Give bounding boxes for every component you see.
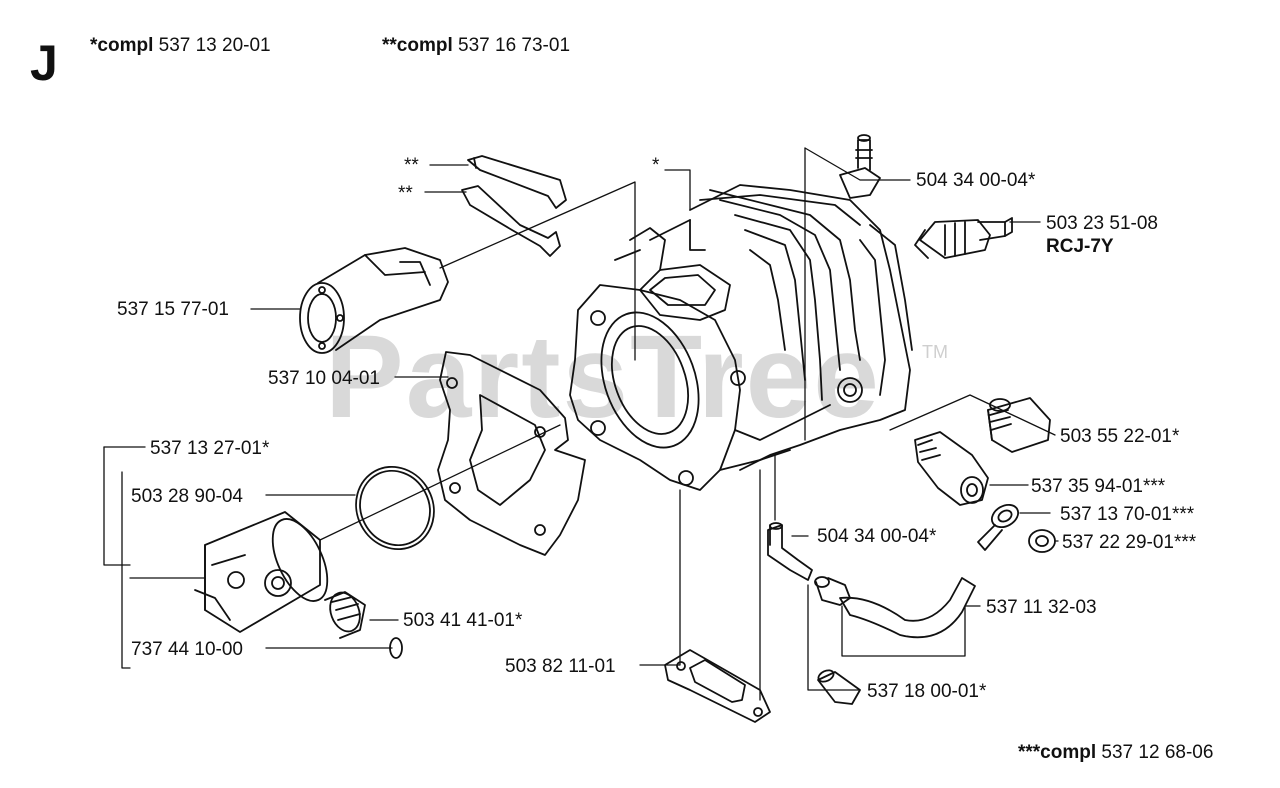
hose-connector bbox=[814, 576, 851, 606]
compl-note-2: **compl 537 16 73-01 bbox=[382, 36, 570, 55]
compl-note-1-prefix: *compl bbox=[90, 35, 154, 56]
label-537-35-94-01[interactable]: 537 35 94-01*** bbox=[1031, 476, 1166, 497]
washer bbox=[1028, 529, 1056, 553]
compl-note-3-number: 537 12 68-06 bbox=[1101, 742, 1214, 763]
nipple-mid bbox=[767, 522, 813, 581]
watermark-trademark: TM bbox=[922, 342, 948, 362]
label-537-22-29-01[interactable]: 537 22 29-01*** bbox=[1062, 532, 1197, 553]
needle-bearing bbox=[324, 591, 366, 639]
nipple-top bbox=[839, 134, 881, 199]
label-503-82-11-01[interactable]: 503 82 11-01 bbox=[505, 656, 616, 677]
section-letter: J bbox=[30, 35, 58, 91]
label-537-18-00-01[interactable]: 537 18 00-01* bbox=[867, 681, 987, 702]
compl-note-2-prefix: **compl bbox=[382, 35, 453, 56]
compl-note-3-prefix: ***compl bbox=[1018, 742, 1097, 763]
piston bbox=[194, 511, 329, 633]
label-537-11-32-03[interactable]: 537 11 32-03 bbox=[986, 597, 1097, 618]
compl-note-1: *compl 537 13 20-01 bbox=[90, 36, 271, 55]
label-537-15-77-01[interactable]: 537 15 77-01 bbox=[117, 299, 229, 320]
label-537-13-27-01[interactable]: 537 13 27-01* bbox=[150, 438, 270, 459]
spark-plug bbox=[914, 217, 1013, 259]
label-503-23-51-08[interactable]: 503 23 51-08 bbox=[1046, 213, 1158, 234]
label-503-41-41-01[interactable]: 503 41 41-01* bbox=[403, 610, 523, 631]
piston-ring bbox=[355, 465, 435, 551]
callout-intake-clamp-lower-star: ** bbox=[398, 183, 413, 204]
fitting-537359401 bbox=[914, 431, 989, 506]
label-503-28-90-04[interactable]: 503 28 90-04 bbox=[131, 486, 243, 507]
callout-intake-clamp-upper-star: ** bbox=[404, 155, 419, 176]
leader-lines bbox=[103, 147, 1059, 701]
exhaust-gasket bbox=[664, 649, 771, 723]
intake-clamp-upper bbox=[467, 155, 567, 209]
cylinder bbox=[569, 184, 913, 491]
banjo-fitting bbox=[977, 503, 1020, 551]
label-rcj-7y: RCJ-7Y bbox=[1046, 236, 1114, 257]
fuel-filter bbox=[817, 669, 861, 705]
circlip bbox=[389, 637, 403, 659]
callout-cylinder-star: * bbox=[652, 155, 660, 176]
cylinder-gasket bbox=[437, 351, 586, 556]
intake-clamp-lower bbox=[461, 185, 561, 257]
label-504-34-00-04-mid[interactable]: 504 34 00-04* bbox=[817, 526, 937, 547]
intake-boot bbox=[299, 247, 449, 354]
label-503-55-22-01[interactable]: 503 55 22-01* bbox=[1060, 426, 1180, 447]
compl-note-2-number: 537 16 73-01 bbox=[458, 35, 571, 56]
label-537-13-70-01[interactable]: 537 13 70-01*** bbox=[1060, 504, 1195, 525]
label-504-34-00-04-top[interactable]: 504 34 00-04* bbox=[916, 170, 1036, 191]
compl-note-1-number: 537 13 20-01 bbox=[158, 35, 271, 56]
label-737-44-10-00[interactable]: 737 44 10-00 bbox=[131, 639, 243, 660]
hose bbox=[839, 577, 976, 639]
decompression-valve bbox=[987, 397, 1051, 453]
compl-note-3: ***compl 537 12 68-06 bbox=[1018, 743, 1213, 762]
label-537-10-04-01[interactable]: 537 10 04-01 bbox=[268, 368, 380, 389]
